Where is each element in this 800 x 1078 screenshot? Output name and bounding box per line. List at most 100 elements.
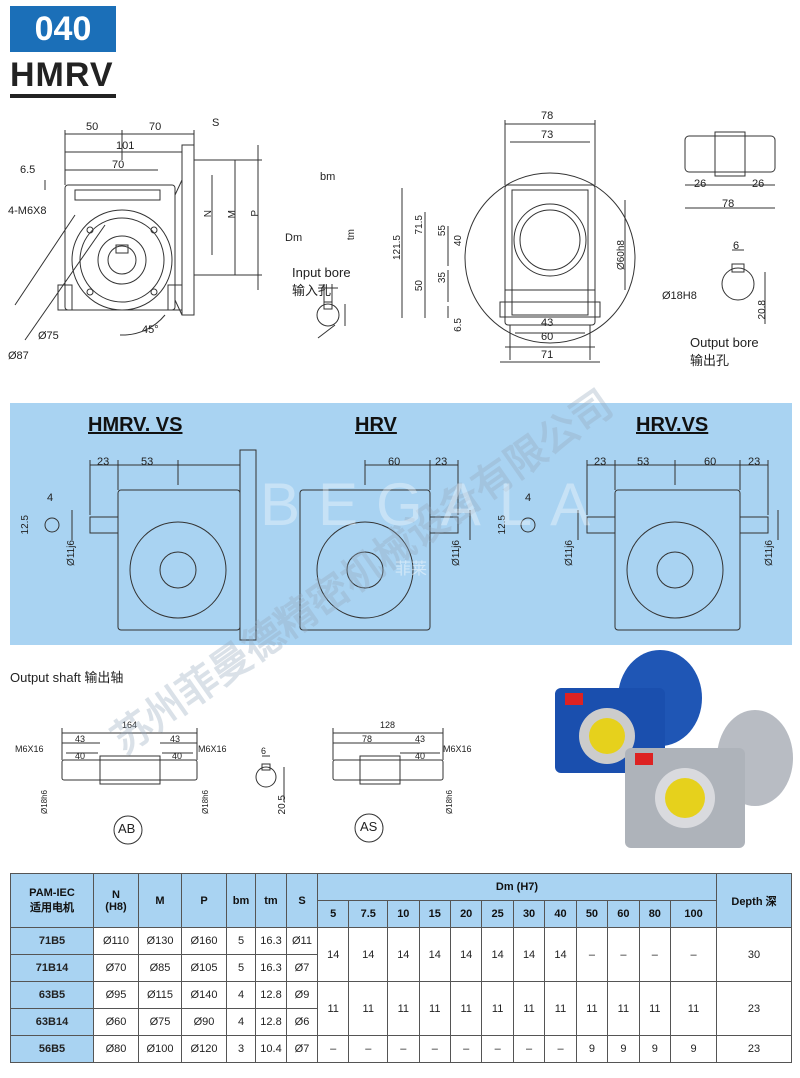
side-dim-121-5: 121.5: [392, 235, 403, 261]
side-dim-6-5: 6.5: [453, 318, 464, 332]
th-dm-col: 60: [607, 900, 640, 928]
model-title: HMRV: [10, 56, 114, 94]
cell-dm: 11: [575, 981, 609, 1036]
watermark-brand-cn: 菲莱: [395, 561, 428, 578]
cell-name: 71B5: [10, 927, 94, 955]
th-m: M: [138, 873, 182, 928]
as-m6: M6X16: [443, 744, 472, 754]
vs-dim-12-5: 12.5: [20, 515, 31, 535]
cell-s: Ø7: [286, 954, 318, 982]
out-dim-26b: 26: [752, 178, 765, 190]
cell-dm: 14: [316, 927, 350, 982]
as-dim-43: 43: [415, 734, 426, 744]
model-size-badge: 040: [10, 6, 116, 52]
key-dim-20-5: 20.5: [277, 795, 288, 815]
side-dim-50: 50: [414, 280, 425, 292]
key-dim-6: 6: [261, 746, 267, 756]
vs-dim-11j6: Ø11j6: [66, 540, 77, 566]
dim-n: N: [203, 210, 214, 218]
hrv-dim-23: 23: [435, 456, 448, 468]
cell-n: Ø80: [93, 1035, 139, 1063]
cell-dm: 9: [575, 1035, 609, 1063]
dim-6-5: 6.5: [20, 164, 36, 176]
as-label: AS: [360, 819, 378, 834]
as-dim-18h6: Ø18h6: [445, 790, 454, 815]
th-bm: bm: [226, 873, 256, 928]
cell-tm: 12.8: [255, 981, 287, 1009]
ab-label: AB: [118, 821, 136, 836]
cell-name: 56B5: [10, 1035, 94, 1063]
cell-dm: 11: [607, 981, 640, 1036]
title-underline: [10, 94, 116, 98]
cell-dm: 11: [418, 981, 451, 1036]
ab-m6-left: M6X16: [15, 744, 44, 754]
cell-bm: 5: [226, 954, 256, 982]
ab-dim-43a: 43: [75, 734, 86, 744]
th-dm-col: 80: [638, 900, 672, 928]
th-n-sub: (H8): [105, 900, 127, 913]
watermark-brand: BEGALA: [260, 471, 609, 538]
side-view-drawing: [401, 120, 636, 363]
hrvvs-dim-11j6b: Ø11j6: [764, 540, 775, 566]
cell-m: Ø75: [138, 1008, 182, 1036]
dim-70b: 70: [112, 159, 125, 171]
top-drawings: [14, 120, 776, 363]
cell-dm: –: [316, 1035, 350, 1063]
out-dim-20-8: 20.8: [757, 300, 768, 320]
th-dm-col: 50: [575, 900, 609, 928]
as-dim-78: 78: [362, 734, 373, 744]
out-dim-18h8: Ø18H8: [662, 290, 697, 302]
input-tm: tm: [346, 229, 357, 241]
cell-n: Ø60: [93, 1008, 139, 1036]
th-n-label: N: [112, 888, 120, 901]
th-dm-col: 40: [544, 900, 577, 928]
cell-depth: 23: [716, 1035, 792, 1063]
dim-70a: 70: [149, 121, 162, 133]
vs-dim-53: 53: [141, 456, 154, 468]
cell-dm: 9: [670, 1035, 717, 1063]
th-dm-col: 25: [481, 900, 514, 928]
cell-dm: –: [670, 927, 717, 982]
th-depth: Depth 深: [716, 873, 792, 928]
th-dm-col: 100: [670, 900, 717, 928]
th-dm-col: 5: [316, 900, 350, 928]
side-dim-71-5: 71.5: [414, 215, 425, 235]
cell-tm: 12.8: [255, 1008, 287, 1036]
cell-dm: 11: [316, 981, 350, 1036]
cell-dm: 11: [512, 981, 546, 1036]
side-dim-71: 71: [541, 349, 554, 361]
output-bore-title: Output bore: [690, 335, 759, 350]
cell-dm: 14: [481, 927, 514, 982]
th-dm-col: 30: [512, 900, 546, 928]
output-bore-title-cn: 输出孔: [690, 353, 730, 368]
cell-name: 63B14: [10, 1008, 94, 1036]
variant-title-hrv: HRV: [355, 414, 397, 436]
side-dim-43: 43: [541, 317, 554, 329]
cell-dm: –: [607, 927, 640, 982]
as-dim-128: 128: [380, 720, 396, 730]
cell-dm: –: [387, 1035, 420, 1063]
cell-p: Ø105: [181, 954, 227, 982]
side-dim-35: 35: [437, 272, 448, 284]
ab-dim-40a: 40: [75, 751, 86, 761]
cell-m: Ø115: [138, 981, 182, 1009]
side-dim-40: 40: [453, 235, 464, 247]
ab-dim-18h6-left: Ø18h6: [40, 790, 49, 815]
ab-dim-164: 164: [122, 720, 138, 730]
th-dm-col: 15: [418, 900, 451, 928]
cell-name: 71B14: [10, 954, 94, 982]
cell-p: Ø140: [181, 981, 227, 1009]
cell-dm: 11: [481, 981, 514, 1036]
ab-m6-right: M6X16: [198, 744, 227, 754]
cell-tm: 10.4: [255, 1035, 287, 1063]
cell-dm: –: [348, 1035, 389, 1063]
vs-dim-23: 23: [97, 456, 110, 468]
variant-title-hrv-vs: HRV.VS: [636, 414, 709, 436]
cell-dm: –: [544, 1035, 577, 1063]
side-dim-78: 78: [541, 110, 554, 122]
cell-dm: 11: [449, 981, 483, 1036]
cell-tm: 16.3: [255, 927, 287, 955]
cell-bm: 4: [226, 981, 256, 1009]
front-view-drawing: [14, 130, 262, 341]
dim-s: S: [212, 117, 220, 129]
